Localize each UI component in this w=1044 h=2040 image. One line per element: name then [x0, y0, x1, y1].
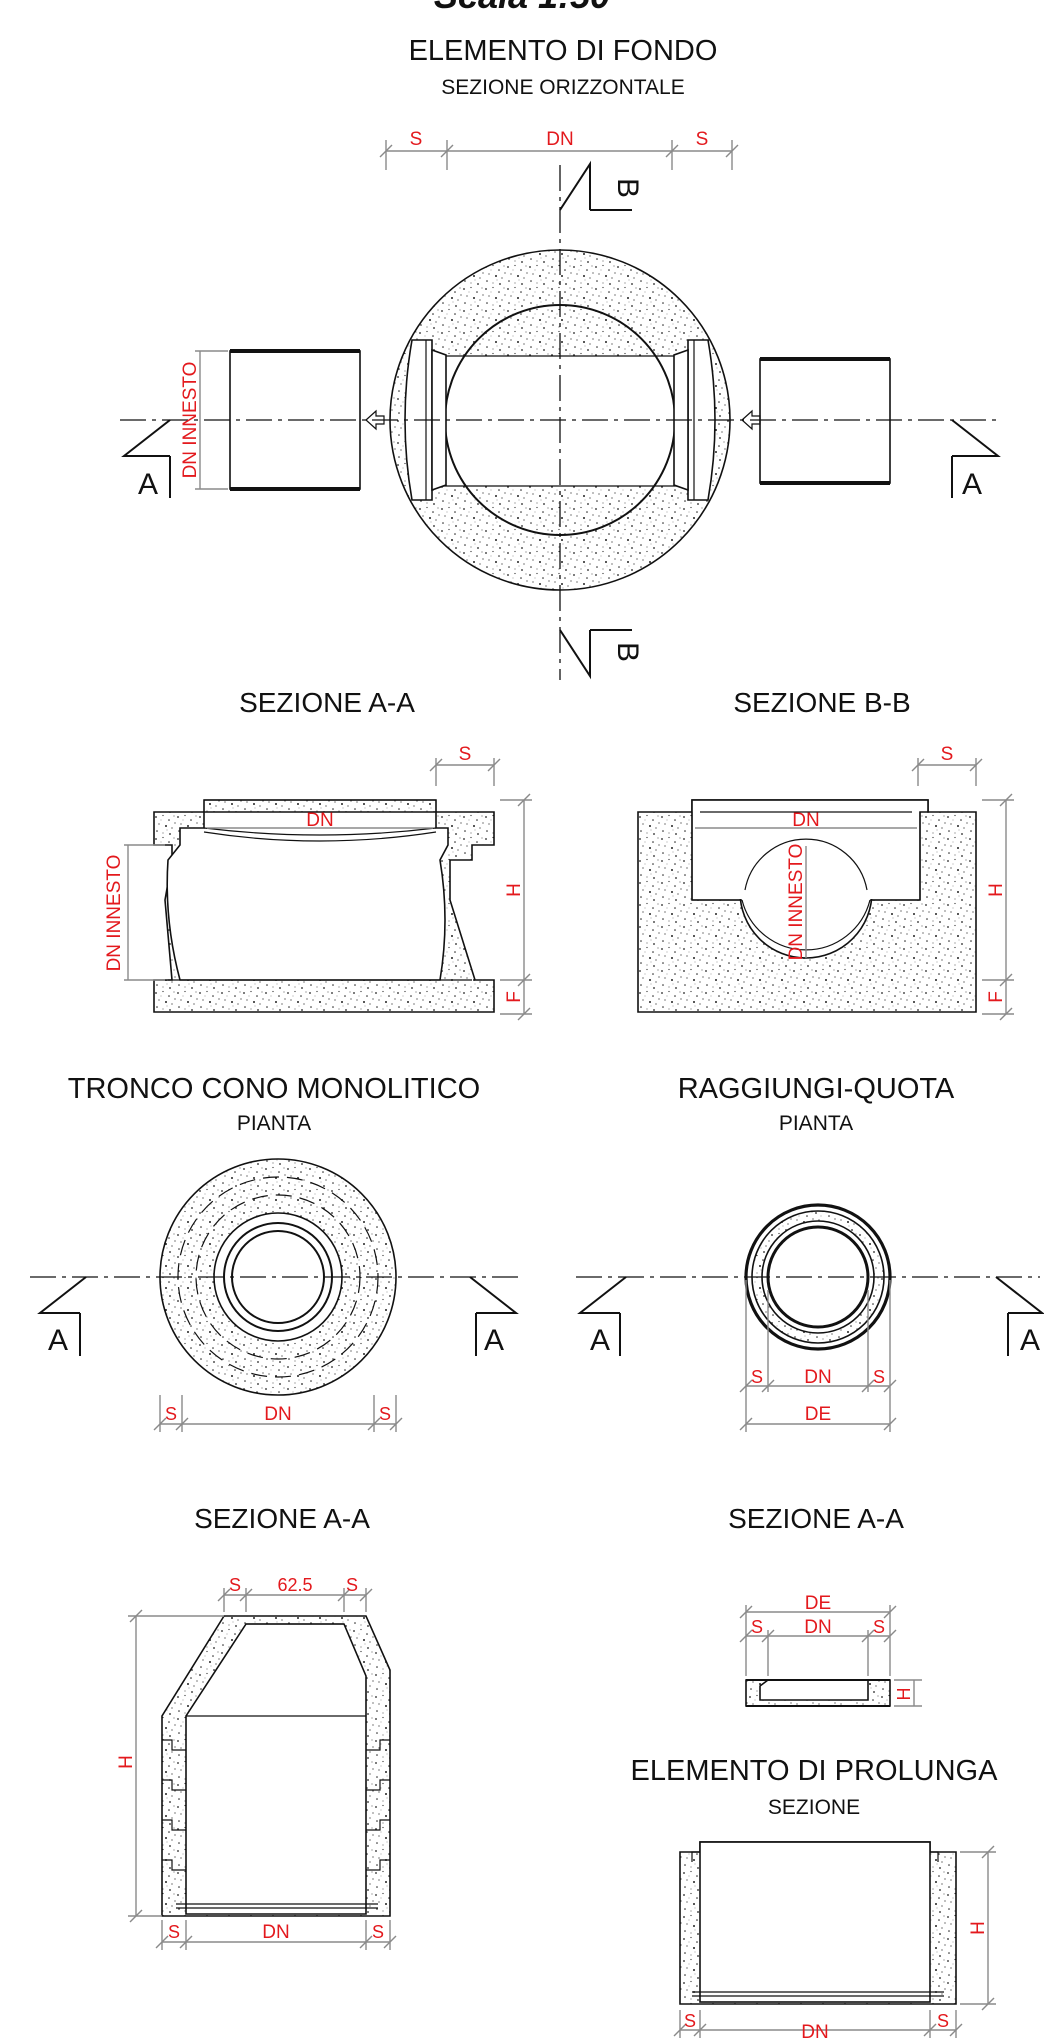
bottom-element-plan: ELEMENTO DI FONDO SEZIONE ORIZZONTALE S … [120, 35, 1001, 680]
dim-s-right: S [873, 1617, 885, 1637]
dim-dn: DN [262, 1922, 289, 1943]
dim-top-width: 62.5 [277, 1575, 312, 1595]
top-dimension-chain: S DN S [379, 129, 739, 170]
dim-dn-innesto: DN INNESTO [786, 844, 807, 961]
dim-h: H [986, 883, 1007, 897]
section-bb-title: SEZIONE B-B [733, 687, 910, 718]
dim-s-right: S [873, 1367, 885, 1387]
dim-dn: DN [804, 1617, 831, 1638]
riser-section: SEZIONE A-A DE S DN S H [728, 1503, 922, 1707]
dim-h: H [968, 1921, 989, 1935]
extension-title: ELEMENTO DI PROLUNGA [631, 1755, 999, 1787]
pipe-stub-right [759, 357, 891, 485]
cone-plan: TRONCO CONO MONOLITICO PIANTA A A S DN S [30, 1073, 520, 1432]
dim-f: F [504, 991, 525, 1003]
dim-dn: DN [546, 129, 573, 150]
dim-s-left-bottom: S [168, 1922, 180, 1942]
dim-s: S [941, 744, 954, 765]
cone-plan-subtitle: PIANTA [237, 1112, 311, 1135]
dim-s-left: S [229, 1575, 241, 1595]
dim-dn: DN [804, 1367, 831, 1388]
dim-dn: DN [792, 810, 819, 831]
section-aa-bottom-element: SEZIONE A-A S DN DN INNESTO H F [104, 687, 532, 1021]
section-mark-a-left: A [48, 1324, 68, 1357]
scale-title: Scala 1:50 [434, 0, 610, 16]
dim-f: F [986, 991, 1007, 1003]
bottom-element-title: ELEMENTO DI FONDO [409, 35, 718, 67]
section-mark-a-right: A [484, 1324, 504, 1357]
dim-s-right: S [379, 1404, 391, 1424]
dim-s-left: S [751, 1367, 763, 1387]
bottom-element-subtitle: SEZIONE ORIZZONTALE [441, 76, 684, 99]
dim-s-left: S [165, 1404, 177, 1424]
section-mark-a-right: A [1020, 1324, 1040, 1357]
cone-joint-steps [162, 1739, 390, 1871]
riser-plan-title: RAGGIUNGI-QUOTA [678, 1073, 955, 1105]
section-mark-a-right: A [962, 468, 982, 501]
section-aa-top-title: SEZIONE A-A [239, 687, 415, 718]
dim-s-left: S [410, 129, 423, 150]
section-mark-a-left: A [138, 468, 158, 501]
extension-element: ELEMENTO DI PROLUNGA SEZIONE H S DN S [631, 1755, 999, 2040]
dim-h: H [894, 1688, 914, 1701]
riser-section-title: SEZIONE A-A [728, 1503, 904, 1534]
dim-s-right: S [937, 2011, 949, 2031]
dim-s: S [459, 744, 472, 765]
dim-h: H [504, 883, 525, 897]
dim-s-right-bottom: S [372, 1922, 384, 1942]
section-mark-b-bottom: B [611, 642, 644, 662]
dim-s-right: S [346, 1575, 358, 1595]
dim-de: DE [805, 1593, 831, 1614]
dim-s-right: S [696, 129, 709, 150]
extension-subtitle: SEZIONE [768, 1796, 860, 1819]
dim-h: H [116, 1755, 137, 1769]
riser-plan-subtitle: PIANTA [779, 1112, 853, 1135]
riser-plan: RAGGIUNGI-QUOTA PIANTA A A S DN S DE [576, 1073, 1044, 1432]
dim-de: DE [805, 1404, 831, 1425]
cone-section-title: SEZIONE A-A [194, 1503, 370, 1534]
dim-s-left: S [684, 2011, 696, 2031]
section-bb-bottom-element: SEZIONE B-B S DN DN INNESTO H F [637, 687, 1014, 1021]
section-mark-b-top: B [611, 178, 644, 198]
dim-dn: DN [306, 810, 333, 831]
dim-s-left: S [751, 1617, 763, 1637]
dim-dn-innesto: DN INNESTO [104, 855, 125, 972]
dim-dn: DN [264, 1404, 291, 1425]
dim-dn-innesto: DN INNESTO [180, 362, 201, 479]
cone-plan-title: TRONCO CONO MONOLITICO [68, 1073, 480, 1105]
section-mark-a-left: A [590, 1324, 610, 1357]
dim-dn: DN [801, 2022, 828, 2040]
cone-section: SEZIONE A-A S 62.5 S [116, 1503, 397, 1950]
